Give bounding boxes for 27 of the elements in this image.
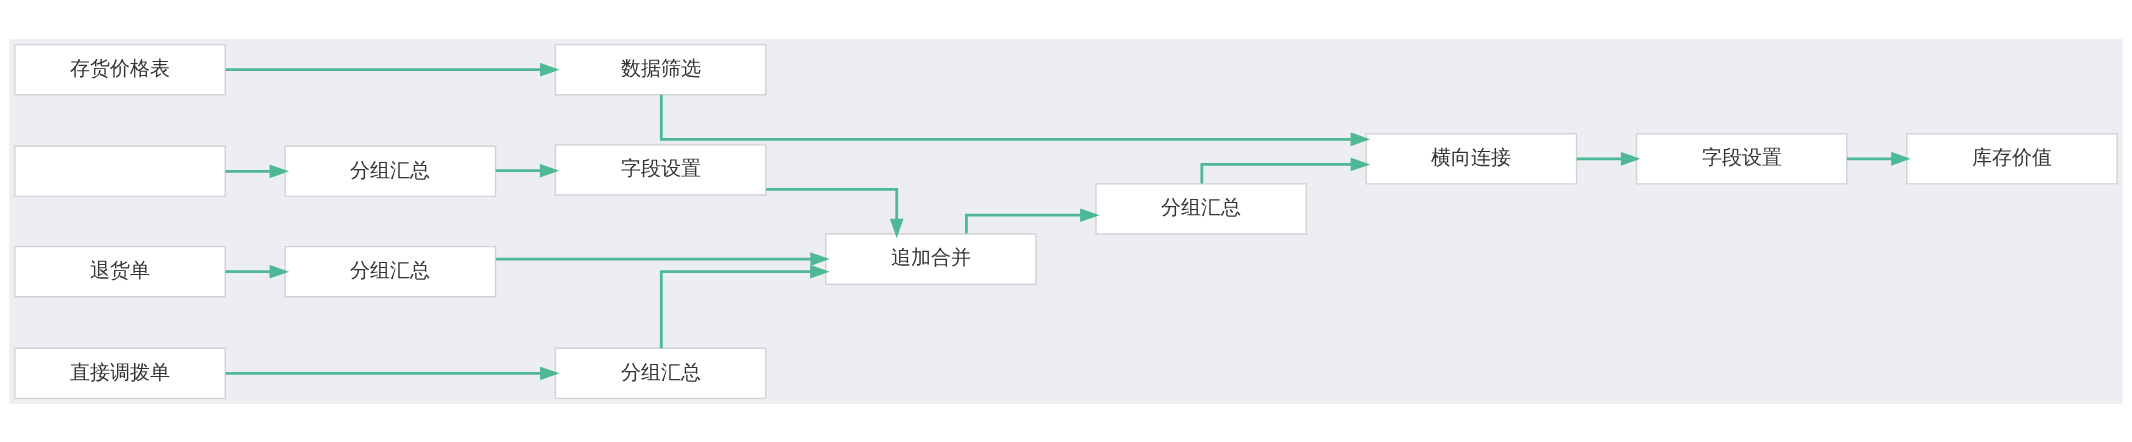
node-box: 字段设置: [554, 143, 767, 196]
node-box: 分组汇总: [284, 245, 497, 297]
arrow: [1576, 151, 1641, 166]
node-box: 分组汇总: [554, 347, 767, 399]
arrow: [659, 94, 1371, 146]
node-box: 追加合并: [825, 232, 1037, 285]
arrow: [495, 163, 560, 177]
arrow: [225, 264, 290, 278]
node-box: 字段设置: [1635, 132, 1848, 185]
node-box: 横向连接: [1365, 132, 1578, 185]
node-box: 退货单: [14, 245, 226, 297]
node-box: 直接调拨单: [14, 347, 226, 399]
node-box: [14, 145, 226, 197]
arrow: [225, 164, 290, 178]
node-box: 存货价格表: [14, 43, 226, 95]
arrow: [766, 187, 904, 238]
arrow: [965, 207, 1100, 234]
arrow: [1846, 151, 1911, 166]
arrow: [495, 251, 830, 266]
node-box: 分组汇总: [1095, 182, 1307, 235]
node-box: 分组汇总: [284, 145, 497, 197]
arrow: [225, 366, 560, 380]
arrow: [659, 264, 830, 348]
node-box: 数据筛选: [554, 43, 767, 95]
node-box: 库存价值: [1906, 132, 2118, 185]
arrow: [1200, 157, 1371, 184]
arrow: [225, 62, 560, 76]
